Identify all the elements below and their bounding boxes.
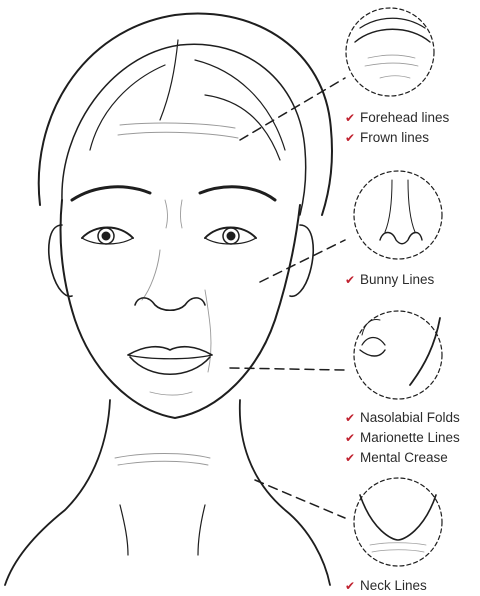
leader-bunny — [260, 240, 345, 282]
hair-part — [160, 40, 178, 120]
bunny-label-group: ✔ Bunny Lines — [345, 270, 434, 290]
checkmark-icon: ✔ — [345, 408, 360, 428]
list-item: ✔ Marionette Lines — [345, 428, 460, 448]
neck-label-group: ✔ Neck Lines — [345, 576, 427, 596]
neck-left — [5, 400, 110, 585]
leader-lower — [230, 368, 345, 370]
label-forehead-lines: Forehead lines — [360, 108, 449, 128]
checkmark-icon: ✔ — [345, 270, 360, 290]
checkmark-icon: ✔ — [345, 428, 360, 448]
checkmark-icon: ✔ — [345, 128, 360, 148]
lower-face-label-group: ✔ Nasolabial Folds ✔ Marionette Lines ✔ … — [345, 408, 460, 468]
list-item: ✔ Neck Lines — [345, 576, 427, 596]
list-item: ✔ Frown lines — [345, 128, 449, 148]
detail-circle-forehead — [346, 8, 434, 96]
label-frown-lines: Frown lines — [360, 128, 429, 148]
list-item: ✔ Forehead lines — [345, 108, 449, 128]
list-item: ✔ Mental Crease — [345, 448, 460, 468]
label-nasolabial-folds: Nasolabial Folds — [360, 408, 460, 428]
checkmark-icon: ✔ — [345, 576, 360, 596]
label-neck-lines: Neck Lines — [360, 576, 427, 596]
detail-circle-neck — [354, 478, 442, 566]
detail-circle-bunny — [354, 171, 442, 259]
hair-outline — [39, 13, 332, 215]
leader-forehead — [240, 78, 345, 140]
label-bunny-lines: Bunny Lines — [360, 270, 434, 290]
list-item: ✔ Nasolabial Folds — [345, 408, 460, 428]
label-marionette-lines: Marionette Lines — [360, 428, 460, 448]
checkmark-icon: ✔ — [345, 448, 360, 468]
label-mental-crease: Mental Crease — [360, 448, 448, 468]
list-item: ✔ Bunny Lines — [345, 270, 434, 290]
leader-neck — [255, 480, 345, 518]
checkmark-icon: ✔ — [345, 108, 360, 128]
forehead-label-group: ✔ Forehead lines ✔ Frown lines — [345, 108, 449, 148]
